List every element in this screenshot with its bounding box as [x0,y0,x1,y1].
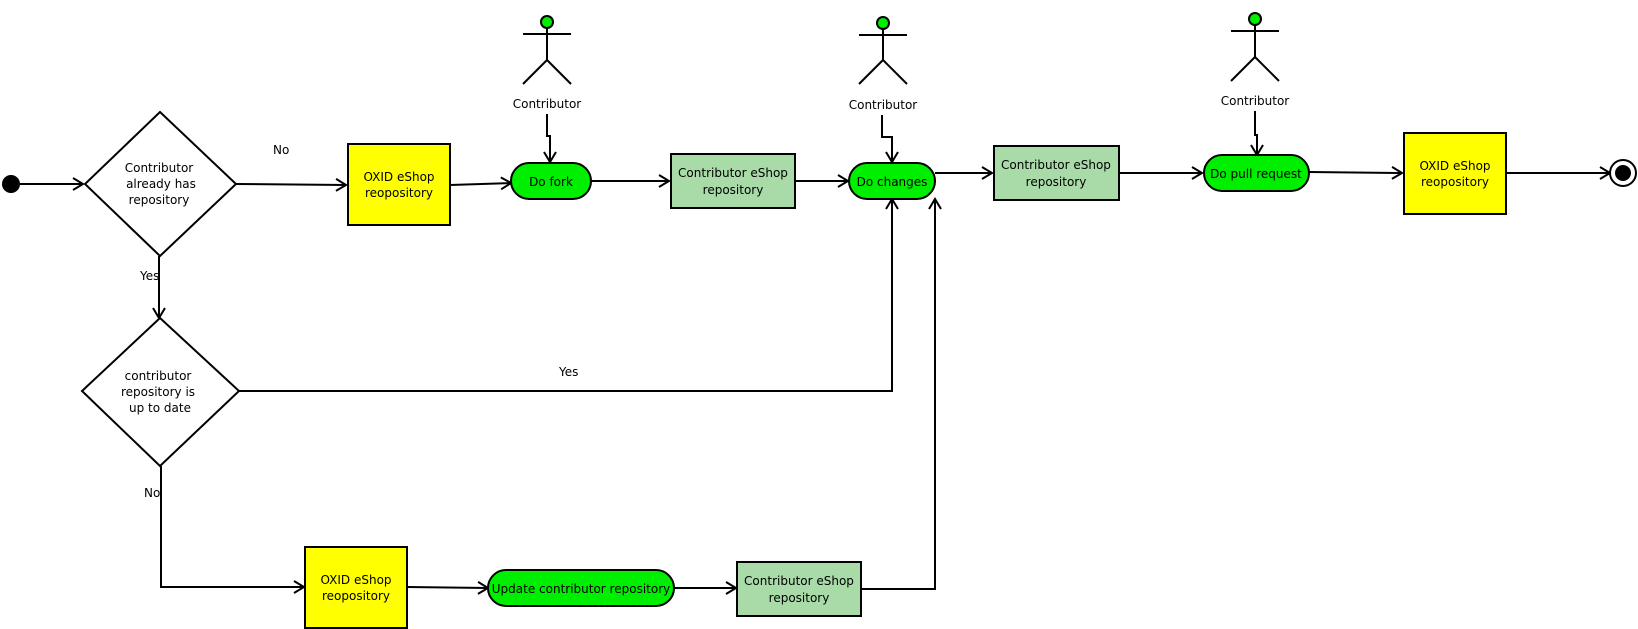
activity-label: Do changes [857,175,928,189]
stick-figure-icon [1230,12,1280,82]
decision-line: Contributor [125,161,194,175]
artifact-contributor-repository-3: Contributor eShop repository [736,561,862,617]
end-node [1609,159,1637,187]
stick-figure-icon [522,15,572,85]
activity-label: Update contributor repository [492,582,671,596]
actor-contributor-2: Contributor [849,16,918,112]
artifact-contributor-repository-1: Contributor eShop repository [670,153,796,209]
edge-contrib3-to-changes [862,197,942,590]
decision-line: up to date [129,401,191,415]
decision-up-to-date: contributor repository is up to date [80,316,241,468]
artifact-line: Contributor eShop [744,574,854,588]
edge-oxid3-to-update [406,581,490,595]
edge-label-d2-no: No [144,486,160,500]
actor-label: Contributor [849,98,918,112]
activity-label: Do pull request [1210,167,1302,181]
artifact-line: repository [1026,175,1087,189]
decision-line: already has [126,177,196,191]
actor-label: Contributor [1221,94,1290,108]
edge-actor2-to-changes [881,115,899,164]
edge-actor1-to-fork [543,114,557,164]
decision-line: repository [129,193,190,207]
decision-line: repository is [121,385,195,399]
stick-figure-icon [858,16,908,85]
start-node [2,175,20,193]
actor-contributor-3: Contributor [1221,12,1290,108]
decision-has-repository: Contributor already has repository [83,110,238,258]
activity-do-pull-request: Do pull request [1203,154,1310,192]
edge-label-d2-yes: Yes [558,365,578,379]
edge-decision1-no [235,178,348,192]
artifact-line: OXID eShop [320,573,391,587]
artifact-line: Contributor eShop [1001,158,1111,172]
edges [20,111,1612,595]
edge-decision2-yes [239,197,899,392]
edge-actor3-to-pull [1250,111,1264,157]
artifact-line: Contributor eShop [678,166,788,180]
artifact-line: OXID eShop [363,170,434,184]
artifact-line: OXID eShop [1419,159,1490,173]
artifact-line: reopository [1421,175,1489,189]
edge-decision2-no [160,466,306,594]
decision-line: contributor [125,369,192,383]
edge-label-d1-no: No [273,143,289,157]
actor-label: Contributor [513,97,582,111]
artifact-oxid-repository-1: OXID eShop reopository [347,143,451,226]
edge-oxid1-to-fork [449,176,513,191]
artifact-line: reopository [322,589,390,603]
activity-do-fork: Do fork [510,162,592,200]
activity-do-changes: Do changes [848,162,936,200]
activity-update-contributor-repository: Update contributor repository [487,569,675,607]
edge-label-d1-yes: Yes [139,269,159,283]
artifact-contributor-repository-2: Contributor eShop repository [993,145,1120,201]
actor-contributor-1: Contributor [513,15,582,111]
edge-pull-to-oxid2 [1308,166,1404,180]
artifact-oxid-repository-3: OXID eShop reopository [304,546,408,629]
artifact-line: repository [769,591,830,605]
activity-label: Do fork [529,175,573,189]
artifact-line: reopository [365,186,433,200]
artifact-oxid-repository-2: OXID eShop reopository [1403,132,1507,215]
artifact-line: repository [703,183,764,197]
